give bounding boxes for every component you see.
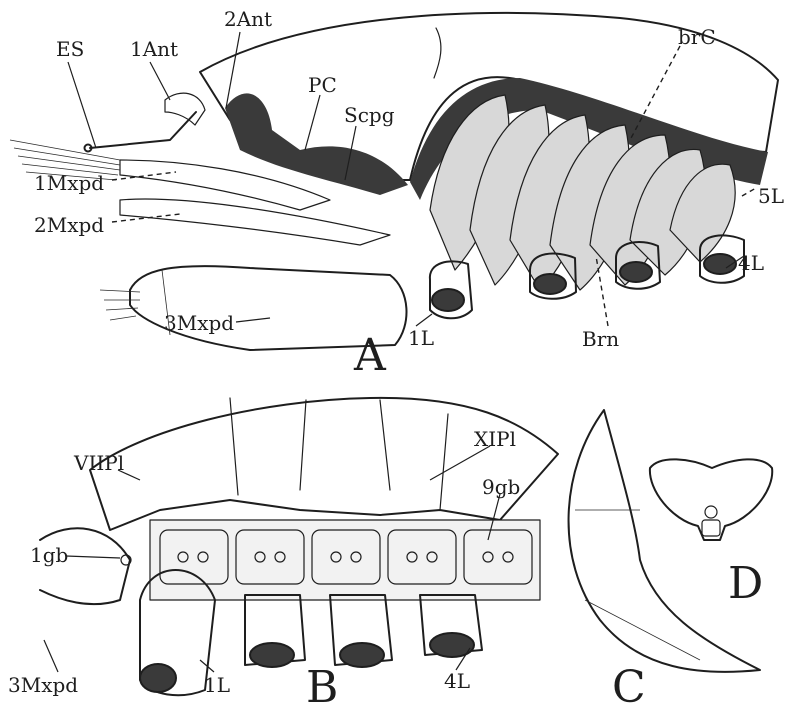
label-5l: 5L (758, 184, 784, 208)
label-xipl: XIPl (474, 427, 516, 451)
label-scpg: Scpg (344, 103, 395, 127)
label-2ant: 2Ant (224, 7, 272, 31)
panel-letter-b: B (306, 662, 338, 708)
claw-c (569, 410, 760, 672)
antennule (165, 93, 205, 125)
label-1ant: 1Ant (130, 37, 178, 61)
panel-a-drawing (10, 13, 778, 350)
panel-d-drawing (650, 459, 772, 540)
label-9gb: 9gb (482, 475, 520, 499)
label-viipl: VIIPl (73, 451, 124, 475)
label-4l-b: 4L (444, 669, 470, 693)
sternite-d (650, 459, 772, 540)
label-1l-b: 1L (204, 673, 230, 697)
maxilliped-2 (120, 199, 390, 245)
panel-letter-d: D (728, 558, 763, 609)
panel-letter-a: A (353, 330, 387, 381)
label-es: ES (56, 37, 84, 61)
label-3mxpd: 3Mxpd (164, 311, 234, 335)
gill-stack (430, 95, 735, 290)
panel-letter-c: C (612, 662, 646, 708)
panel-c-drawing (569, 410, 760, 672)
carapace-groove (434, 28, 441, 78)
eyestalk (90, 112, 196, 148)
label-1l-a: 1L (408, 326, 434, 350)
label-pc: PC (308, 73, 337, 97)
label-1gb: 1gb (30, 543, 68, 567)
pleural-dome (90, 398, 558, 530)
label-2mxpd: 2Mxpd (34, 213, 104, 237)
label-brn: Brn (582, 327, 619, 351)
walking-leg-bases-b (245, 595, 482, 667)
label-1mxpd: 1Mxpd (34, 171, 104, 195)
label-brc: brC (678, 25, 716, 49)
label-4l: 4L (738, 251, 764, 275)
label-3mxpd-b: 3Mxpd (8, 673, 78, 697)
